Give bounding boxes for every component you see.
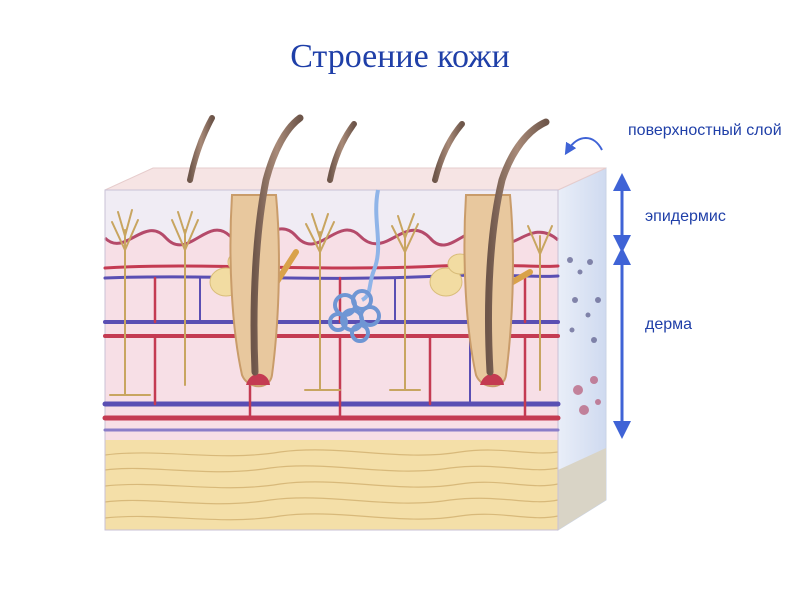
label-epidermis: эпидермис — [645, 208, 726, 225]
hair-papilla-right — [480, 373, 504, 385]
indicator-arrows — [564, 137, 631, 439]
hair — [432, 121, 465, 183]
hair — [250, 114, 304, 376]
surface-layer-arrow — [564, 137, 603, 156]
sweat-gland — [328, 189, 381, 343]
nerve-fibers — [109, 209, 553, 396]
hypodermis-layer — [105, 440, 558, 530]
hair — [485, 118, 550, 376]
hair-papilla-left — [246, 373, 270, 385]
label-surface-layer: поверхностный слой — [628, 122, 782, 139]
page-title: Строение кожи — [290, 38, 510, 75]
hairs — [187, 114, 550, 376]
block-top-face — [104, 167, 607, 191]
label-dermis: дерма — [645, 316, 693, 333]
block-side-face — [557, 167, 607, 531]
artery-upper — [103, 263, 560, 270]
hair — [187, 115, 215, 183]
fat-tissue — [104, 449, 559, 521]
hair — [327, 121, 357, 183]
